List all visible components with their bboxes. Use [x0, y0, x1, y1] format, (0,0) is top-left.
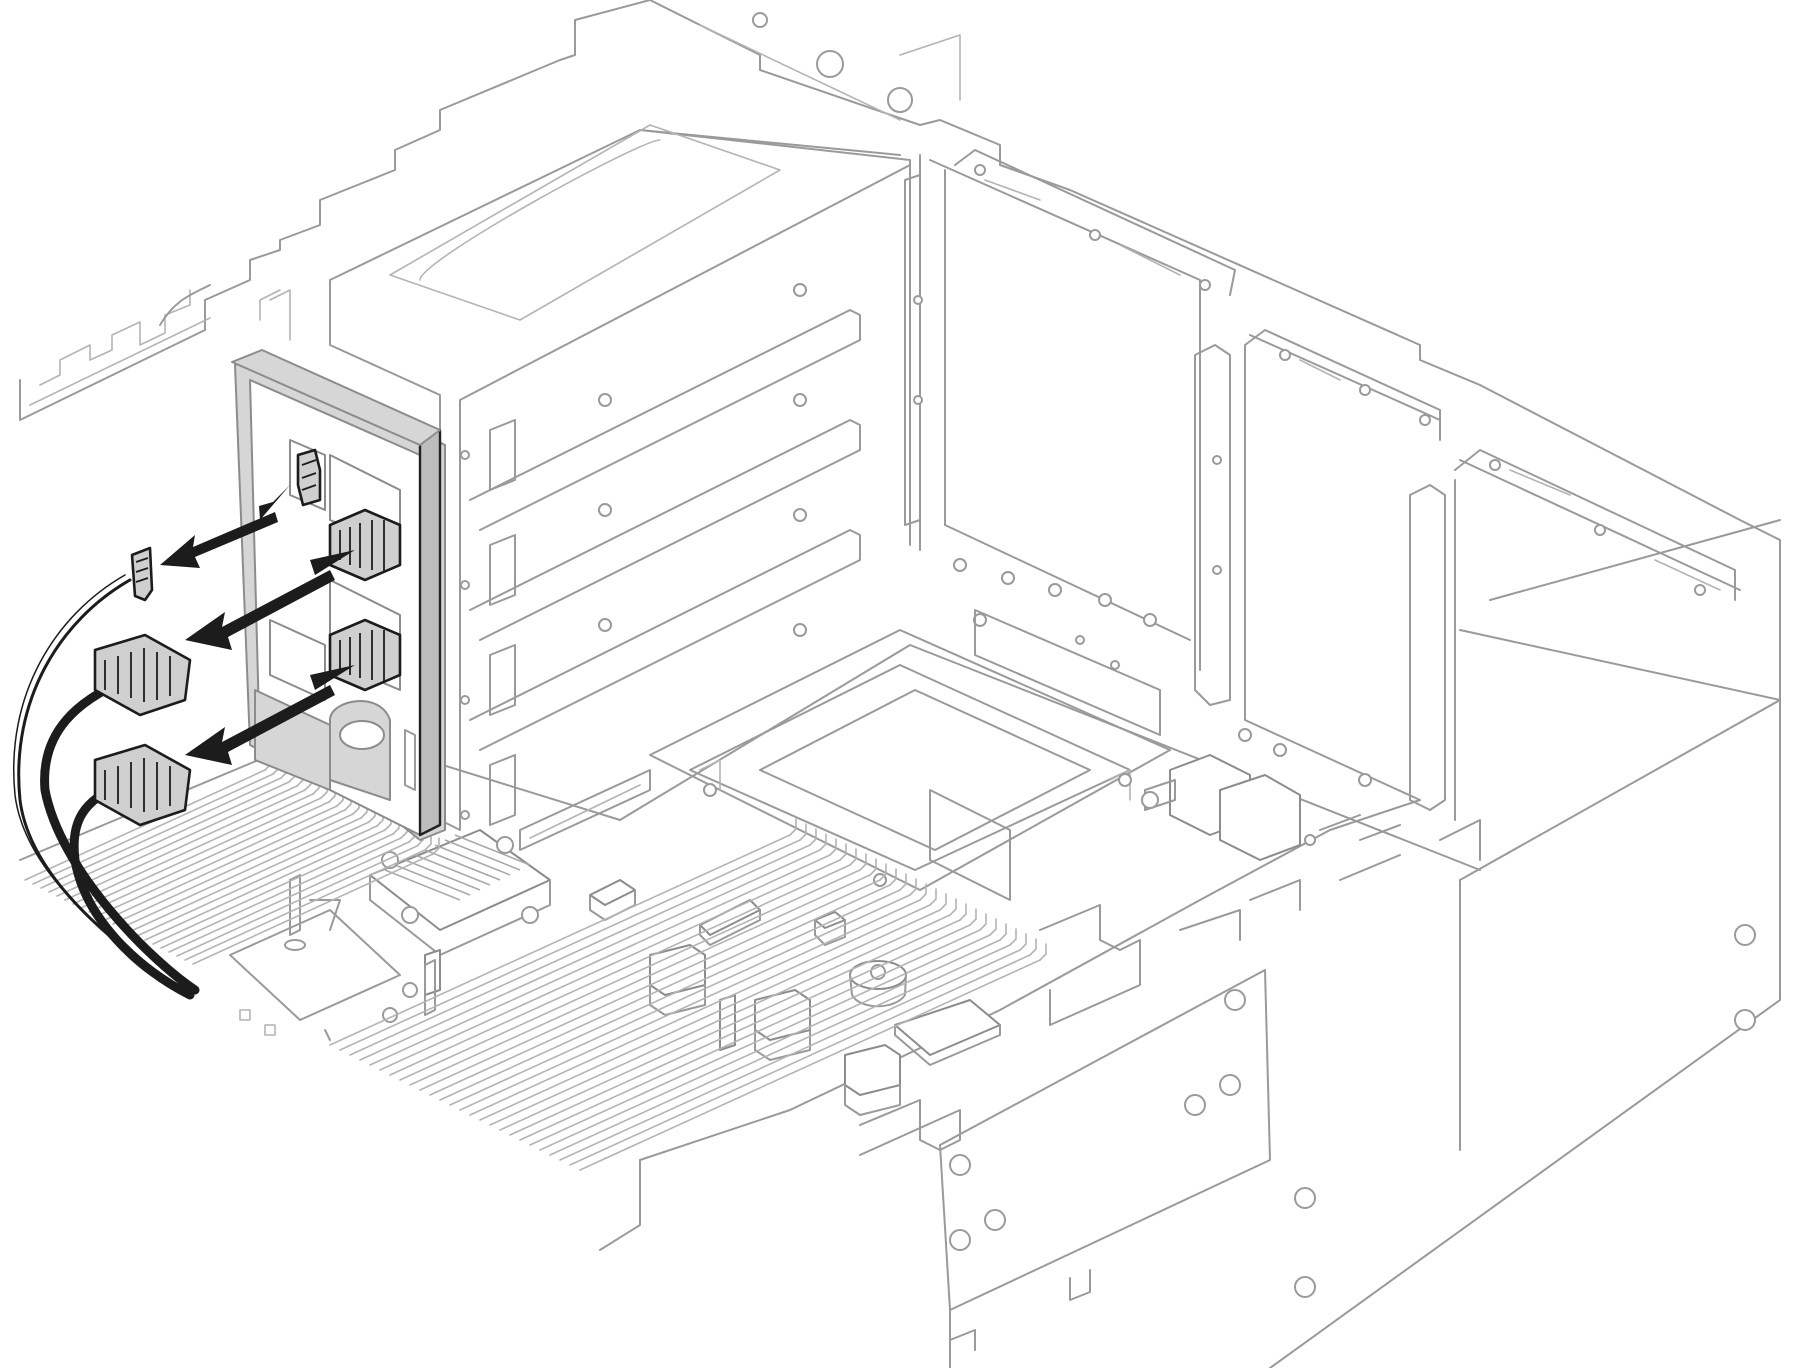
dimm-latch: [879, 863, 887, 881]
dimm-latch: [432, 837, 440, 855]
dimm-slot: [339, 839, 801, 1051]
disconnect-arrow-3: [185, 665, 355, 765]
dimm-slot: [399, 869, 861, 1081]
dimm-latch: [789, 818, 797, 836]
dimm-slot: [509, 924, 971, 1136]
dimm-slot: [379, 859, 841, 1071]
dimm-slot: [120, 817, 362, 929]
dimm-latch: [859, 853, 867, 871]
dimm-slot: [48, 781, 290, 893]
dimm-latch: [869, 858, 877, 876]
dimm-slot: [479, 909, 941, 1121]
system-board: [19, 609, 1481, 1251]
dimm-bank-right: [329, 818, 1047, 1171]
dimm-latch: [1009, 928, 1017, 946]
dimm-slot: [449, 894, 911, 1106]
disconnect-arrows: [160, 485, 355, 765]
power-distribution-board: [231, 349, 446, 841]
dimm-slot: [144, 829, 386, 941]
dimm-slot: [549, 944, 1011, 1156]
dimm-slot: [168, 841, 410, 953]
dimm-latch: [809, 828, 817, 846]
dimm-latch: [939, 893, 947, 911]
dimm-slot: [64, 789, 306, 901]
dimm-slot: [112, 813, 354, 925]
dimm-slot: [369, 854, 831, 1066]
dimm-latch: [949, 898, 957, 916]
dimm-slot: [459, 899, 921, 1111]
dimm-slot: [329, 834, 791, 1046]
dimm-slot: [359, 849, 821, 1061]
dimm-slot: [88, 801, 330, 913]
power-cable-upper: [40, 633, 200, 995]
dimm-latch: [999, 923, 1007, 941]
dimm-slot: [429, 884, 891, 1096]
dimm-latch: [799, 823, 807, 841]
dimm-latch: [889, 868, 897, 886]
dimm-slot: [389, 864, 851, 1076]
dimm-slot: [192, 853, 434, 965]
dimm-slot: [579, 959, 1041, 1171]
dimm-slot: [128, 821, 370, 933]
dimm-latch: [989, 918, 997, 936]
dimm-slot: [469, 904, 931, 1116]
dimm-latch: [899, 873, 907, 891]
dimm-slot: [489, 914, 951, 1126]
dimm-slot: [72, 793, 314, 905]
dimm-slot: [80, 797, 322, 909]
dimm-latch: [849, 848, 857, 866]
dimm-slot: [104, 809, 346, 921]
dimm-latch: [1019, 933, 1027, 951]
dimm-latch: [959, 903, 967, 921]
dimm-slot: [24, 769, 266, 881]
dimm-slot: [56, 785, 298, 897]
dimm-slot: [539, 939, 1001, 1151]
dimm-slot: [439, 889, 901, 1101]
dimm-latch: [969, 908, 977, 926]
dimm-slot: [136, 825, 378, 937]
dimm-latch: [839, 843, 847, 861]
dimm-latch: [829, 838, 837, 856]
disconnect-arrow-2: [185, 550, 355, 650]
dimm-slot: [96, 805, 338, 917]
power-cable-lower: [69, 743, 195, 1000]
dimm-latch: [1029, 938, 1037, 956]
dimm-latch: [979, 913, 987, 931]
dimm-slot: [519, 929, 981, 1141]
dimm-slot: [176, 845, 418, 957]
dimm-slot: [184, 849, 426, 961]
cables: [13, 546, 200, 1000]
disconnect-arrow-1: [160, 485, 290, 568]
drive-cage: [259, 124, 911, 831]
dimm-slot: [152, 833, 394, 945]
dimm-latch: [919, 883, 927, 901]
dimm-slot: [559, 949, 1021, 1161]
dimm-latch: [424, 833, 432, 851]
dimm-latch: [1039, 943, 1047, 961]
dimm-slot: [499, 919, 961, 1131]
dimm-slot: [419, 879, 881, 1091]
dimm-latch: [929, 888, 937, 906]
dimm-slot: [569, 954, 1031, 1166]
dimm-slot: [160, 837, 402, 949]
dimm-slot: [409, 874, 871, 1086]
dimm-latch: [819, 833, 827, 851]
dimm-slot: [529, 934, 991, 1146]
dimm-slot: [349, 844, 811, 1056]
dimm-latch: [909, 878, 917, 896]
fan-bays: [904, 149, 1741, 821]
heat-sink: [369, 829, 551, 956]
